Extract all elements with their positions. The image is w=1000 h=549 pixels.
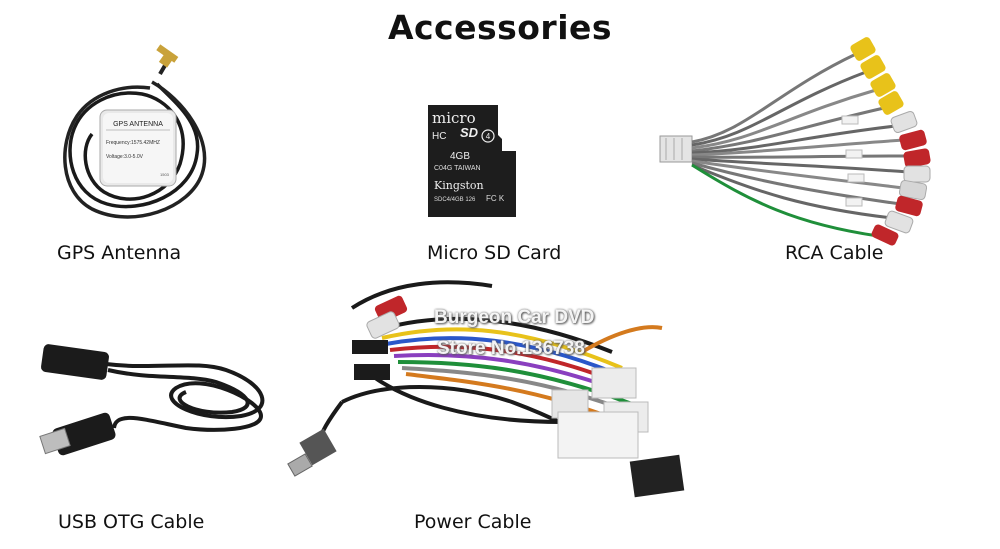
power-cable-image bbox=[282, 272, 712, 502]
page-title: Accessories bbox=[387, 8, 613, 47]
sd-class-mark: 4 bbox=[486, 132, 491, 141]
micro-sd-card-label: Micro SD Card bbox=[427, 242, 562, 264]
watermark-line-2: Store No.136738 bbox=[437, 338, 585, 359]
sd-hc-mark: HC bbox=[432, 131, 446, 142]
gps-antenna-label: GPS Antenna bbox=[57, 242, 182, 264]
sd-certs: FC K bbox=[486, 194, 505, 203]
gps-sticker-name: GPS ANTENNA bbox=[113, 121, 163, 128]
sd-logo: SD bbox=[460, 125, 479, 140]
gps-sticker-voltage: Voltage:3.0-5.0V bbox=[106, 154, 144, 160]
watermark-line-1: Burgeon Car DVD bbox=[434, 307, 595, 328]
usb-otg-cable-label: USB OTG Cable bbox=[58, 511, 205, 533]
usb-otg-cable-image bbox=[36, 340, 286, 460]
gps-sticker-frequency: Frequency:1575.42MHZ bbox=[106, 140, 160, 146]
gps-antenna-image: GPS ANTENNA Frequency:1575.42MHZ Voltage… bbox=[52, 44, 222, 234]
sd-capacity: 4GB bbox=[450, 151, 470, 162]
rca-cable-label: RCA Cable bbox=[785, 242, 884, 264]
sd-brand-top: micro bbox=[432, 109, 476, 127]
gps-sticker-code: 1503 bbox=[160, 172, 170, 177]
sd-origin: C04G TAIWAN bbox=[434, 165, 481, 172]
power-cable-label: Power Cable bbox=[414, 511, 532, 533]
rca-cable-image bbox=[656, 32, 956, 246]
micro-sd-card-image: micro SD HC 4 4GB C04G TAIWAN Kingston S… bbox=[426, 103, 518, 219]
sd-part-number: SDC4/4GB 126 bbox=[434, 197, 476, 203]
sd-maker: Kingston bbox=[434, 179, 484, 192]
